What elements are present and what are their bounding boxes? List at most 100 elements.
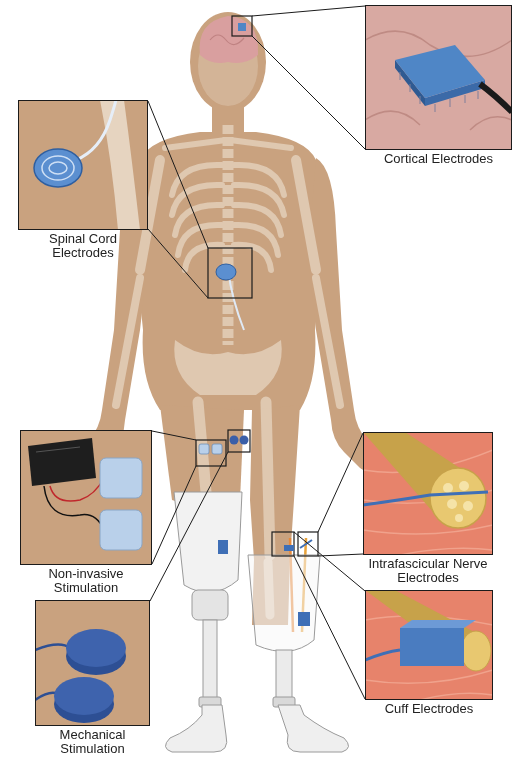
connector [298, 612, 310, 626]
cortical-inset-art [365, 5, 512, 150]
mechanical-inset-art [35, 600, 150, 726]
muscle [363, 432, 493, 555]
skin [18, 100, 148, 230]
stimulator [216, 264, 236, 280]
inset-label: Non-invasive Stimulation [31, 567, 141, 595]
spinal-column [100, 100, 140, 230]
leader-line [152, 431, 196, 564]
vibrator-top [66, 629, 126, 667]
nerve-section [430, 468, 486, 528]
fascicle [463, 501, 473, 511]
coil [42, 156, 74, 180]
coil [49, 162, 67, 174]
inset-label: Mechanical Stimulation [38, 728, 148, 756]
sulcus [365, 31, 512, 130]
inset-box: Mechanical Stimulation [35, 600, 150, 726]
skin [20, 430, 152, 565]
inset-box: Cortical Electrodes [365, 5, 512, 150]
cuff-wire [365, 650, 400, 660]
pylon [203, 620, 217, 700]
inset-caption: Cortical Electrodes [364, 152, 514, 166]
leader-line [294, 532, 365, 699]
surface-pad [199, 444, 209, 454]
socket [174, 492, 242, 592]
leader-line [150, 452, 228, 601]
nerve-section [461, 631, 491, 671]
leader-line [252, 6, 365, 149]
head [190, 12, 266, 112]
forearm-bones [116, 278, 340, 405]
body-silhouette [74, 12, 382, 625]
inset-caption: Cuff Electrodes [359, 702, 499, 716]
array-top [395, 45, 485, 98]
brain [200, 16, 259, 63]
cuff-body [400, 628, 464, 666]
wire-marker [300, 540, 312, 548]
brain-shape [200, 16, 259, 63]
skin [35, 600, 150, 726]
leader-line [318, 433, 363, 556]
callout-box [228, 430, 250, 452]
inset-label: Spinal Cord Electrodes [33, 232, 133, 260]
cuff-inset-art [365, 590, 493, 700]
callout-box [232, 16, 252, 36]
inset-box: Spinal Cord Electrodes [18, 100, 148, 230]
device-detail [36, 447, 80, 452]
inset-box: Cuff Electrodes [365, 590, 493, 700]
stimulator-device [28, 438, 96, 486]
pylon [276, 650, 292, 702]
prosthetic-foot [278, 705, 349, 752]
transtibial-prosthesis [248, 555, 349, 752]
spinal-implant [208, 248, 252, 330]
lead-wire [44, 486, 104, 530]
leader-line [148, 101, 208, 298]
electrode-wire [363, 492, 488, 505]
muscle [365, 590, 493, 700]
fascicle [455, 514, 463, 522]
fascicle [447, 499, 457, 509]
connector [218, 540, 228, 554]
callout-box [196, 440, 226, 466]
vibrator-top [54, 677, 114, 715]
inset-caption: Non-invasive Stimulation [31, 567, 141, 595]
inset-caption: Spinal Cord Electrodes [33, 232, 133, 260]
socket [248, 555, 320, 651]
fascicle [459, 481, 469, 491]
vibrator [230, 436, 239, 445]
inset-label: Intrafascicular Nerve Electrodes [362, 557, 494, 585]
inset-label: Cuff Electrodes [359, 702, 499, 716]
lead-wire [76, 100, 116, 160]
cable [480, 84, 512, 112]
fascicle [443, 483, 453, 493]
pelvis [174, 340, 281, 395]
cuff-marker [284, 545, 294, 551]
inset-caption: Intrafascicular Nerve Electrodes [362, 557, 494, 585]
inset-box: Intrafascicular Nerve Electrodes [363, 432, 493, 555]
noninvasive-inset-art [20, 430, 152, 565]
stimulator [34, 149, 82, 187]
cortex-surface [365, 5, 512, 150]
intrafascicular-inset-art [363, 432, 493, 555]
spine [223, 125, 234, 345]
nerve [365, 590, 480, 668]
humerus [140, 160, 316, 270]
muscle-fiber [365, 616, 493, 700]
inset-box: Non-invasive Stimulation [20, 430, 152, 565]
spinal-inset-art [18, 100, 148, 230]
knee-unit [192, 590, 228, 620]
callout-box [208, 248, 252, 298]
prosthetic-foot [165, 705, 226, 752]
surface-pad [212, 444, 222, 454]
inset-caption: Mechanical Stimulation [38, 728, 148, 756]
cuff-top [400, 620, 476, 628]
surface-pad [100, 458, 142, 498]
callout-box [272, 532, 294, 556]
cortical-array [238, 23, 246, 31]
surface-pad [100, 510, 142, 550]
vibrator [240, 436, 249, 445]
leader-lines [148, 6, 365, 699]
